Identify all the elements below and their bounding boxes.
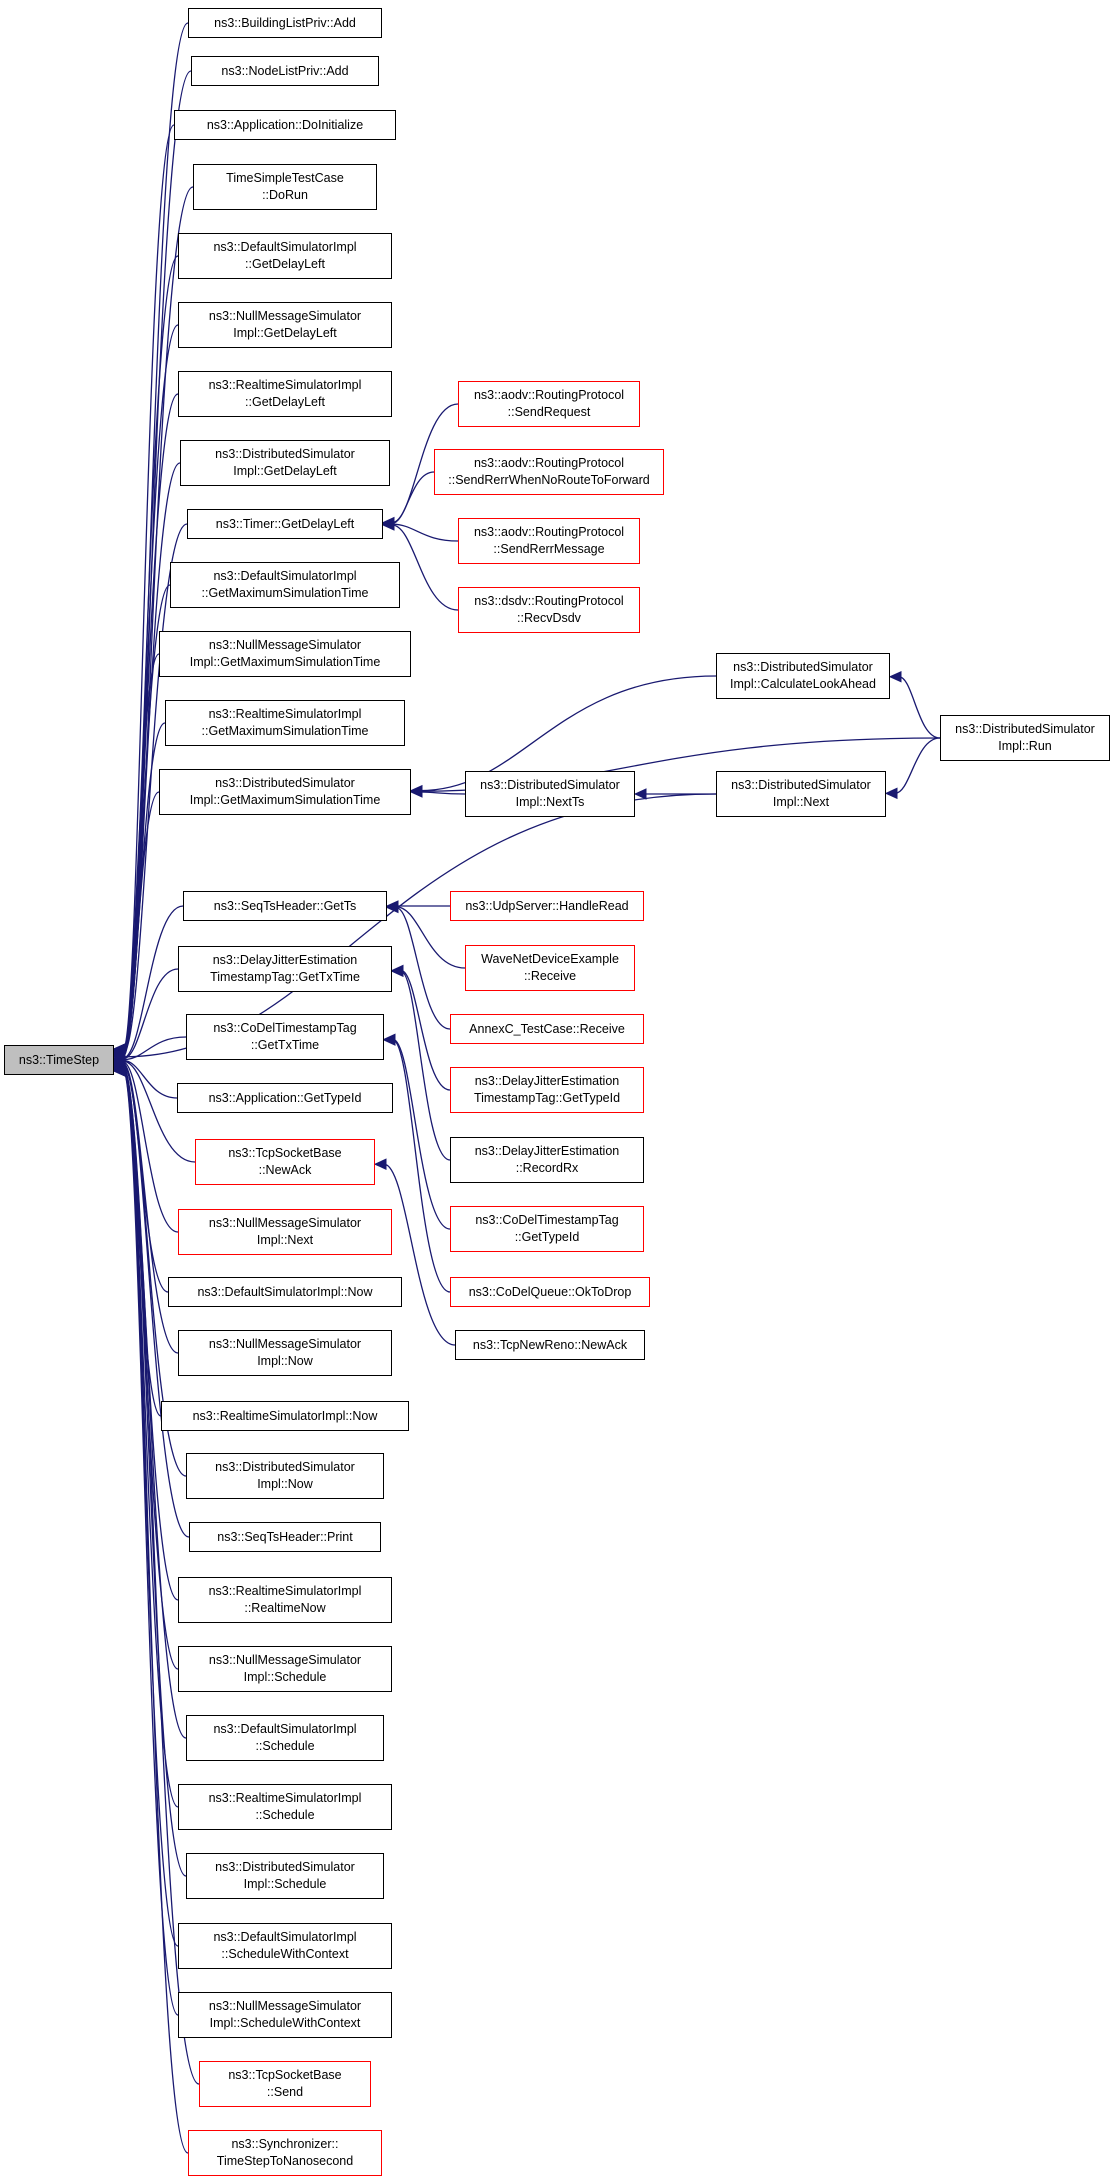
caller-node[interactable]: ns3::NodeListPriv::Add	[191, 56, 379, 86]
edge-arrowhead	[409, 785, 423, 798]
caller-node[interactable]: ns3::aodv::RoutingProtocol ::SendRequest	[458, 381, 640, 427]
caller-node[interactable]: ns3::DefaultSimulatorImpl ::Schedule	[186, 1715, 384, 1761]
call-edge	[122, 324, 179, 1052]
edge-arrowhead	[390, 965, 404, 978]
call-edge	[400, 969, 451, 1091]
edge-arrowhead	[112, 1051, 126, 1063]
caller-node[interactable]: ns3::BuildingListPriv::Add	[188, 8, 382, 38]
caller-node[interactable]: ns3::RealtimeSimulatorImpl::Now	[161, 1401, 409, 1431]
call-edge	[122, 968, 179, 1060]
caller-node[interactable]: ns3::RealtimeSimulatorImpl ::Schedule	[178, 1784, 392, 1830]
edge-arrowhead	[633, 788, 647, 800]
caller-node[interactable]: ns3::DelayJitterEstimation TimestampTag:…	[178, 946, 392, 992]
caller-node[interactable]: ns3::DefaultSimulatorImpl ::GetMaximumSi…	[170, 562, 400, 608]
caller-node[interactable]: ns3::DistributedSimulator Impl::Run	[940, 715, 1110, 761]
caller-node[interactable]: ns3::TcpSocketBase ::Send	[199, 2061, 371, 2107]
caller-node[interactable]: ns3::NullMessageSimulator Impl::Schedule…	[178, 1992, 392, 2038]
edge-arrowhead	[888, 670, 902, 683]
caller-node[interactable]: ns3::Application::GetTypeId	[177, 1083, 393, 1113]
caller-node[interactable]: ns3::NullMessageSimulator Impl::Now	[178, 1330, 392, 1376]
call-edge	[122, 1070, 189, 2154]
caller-node[interactable]: ns3::DistributedSimulator Impl::Next	[716, 771, 886, 817]
call-edge	[122, 653, 160, 1056]
caller-node[interactable]: ns3::DistributedSimulator Impl::GetMaxim…	[159, 769, 411, 815]
caller-node[interactable]: AnnexC_TestCase::Receive	[450, 1014, 644, 1044]
call-edge	[122, 523, 188, 1055]
call-edge	[383, 1163, 456, 1346]
caller-node[interactable]: ns3::aodv::RoutingProtocol ::SendRerrWhe…	[434, 449, 664, 495]
caller-node[interactable]: ns3::RealtimeSimulatorImpl ::RealtimeNow	[178, 1577, 392, 1623]
caller-node[interactable]: ns3::UdpServer::HandleRead	[450, 891, 644, 921]
caller-node[interactable]: ns3::DistributedSimulator Impl::Schedule	[186, 1853, 384, 1899]
call-edge	[122, 1069, 179, 1947]
call-edge	[391, 523, 459, 542]
call-edge	[122, 124, 175, 1050]
caller-node[interactable]: ns3::TcpNewReno::NewAck	[455, 1330, 645, 1360]
caller-node[interactable]: ns3::CoDelQueue::OkToDrop	[450, 1277, 650, 1307]
caller-node[interactable]: ns3::NullMessageSimulator Impl::Next	[178, 1209, 392, 1255]
call-edge	[392, 1039, 451, 1293]
edge-arrowhead	[112, 1065, 126, 1077]
caller-node[interactable]: ns3::RealtimeSimulatorImpl ::GetMaximumS…	[165, 700, 405, 746]
call-edge	[122, 1060, 196, 1163]
caller-node[interactable]: ns3::DelayJitterEstimation ::RecordRx	[450, 1137, 644, 1183]
caller-node[interactable]: ns3::Timer::GetDelayLeft	[187, 509, 383, 539]
caller-node[interactable]: ns3::Synchronizer:: TimeStepToNanosecond	[188, 2130, 382, 2176]
call-edge	[898, 676, 941, 739]
caller-node[interactable]: ns3::DistributedSimulator Impl::NextTs	[465, 771, 635, 817]
caller-node[interactable]: ns3::SeqTsHeader::GetTs	[183, 891, 387, 921]
call-edge	[395, 906, 466, 969]
caller-node[interactable]: ns3::DefaultSimulatorImpl ::ScheduleWith…	[178, 1923, 392, 1969]
edge-arrowhead	[884, 787, 898, 800]
call-edge	[392, 1038, 451, 1230]
edge-arrowhead	[382, 1034, 396, 1046]
call-edge	[391, 524, 459, 611]
caller-node[interactable]: ns3::NullMessageSimulator Impl::GetDelay…	[178, 302, 392, 348]
call-edge	[122, 905, 184, 1059]
caller-node[interactable]: ns3::NullMessageSimulator Impl::GetMaxim…	[159, 631, 411, 677]
edge-arrowhead	[385, 901, 399, 914]
caller-node[interactable]: TimeSimpleTestCase ::DoRun	[193, 164, 377, 210]
caller-node[interactable]: ns3::Application::DoInitialize	[174, 110, 396, 140]
caller-node[interactable]: ns3::aodv::RoutingProtocol ::SendRerrMes…	[458, 518, 640, 564]
caller-node[interactable]: ns3::TcpSocketBase ::NewAck	[195, 1139, 375, 1185]
call-edge	[419, 791, 466, 795]
edge-arrowhead	[373, 1158, 387, 1170]
root-node: ns3::TimeStep	[4, 1045, 114, 1075]
call-edge	[395, 906, 451, 1030]
caller-node[interactable]: ns3::NullMessageSimulator Impl::Schedule	[178, 1646, 392, 1692]
caller-node[interactable]: ns3::dsdv::RoutingProtocol ::RecvDsdv	[458, 587, 640, 633]
call-edge	[122, 1059, 178, 1099]
call-edge	[391, 471, 435, 525]
call-edge	[122, 1070, 179, 2016]
caller-node[interactable]: ns3::DistributedSimulator Impl::Now	[186, 1453, 384, 1499]
caller-node[interactable]: ns3::DelayJitterEstimation TimestampTag:…	[450, 1067, 644, 1113]
call-edge	[894, 737, 941, 794]
edge-arrowhead	[381, 519, 395, 531]
caller-node[interactable]: ns3::DistributedSimulator Impl::Calculat…	[716, 653, 890, 699]
call-edge	[122, 791, 160, 1058]
call-edge	[122, 1061, 179, 1233]
call-edge	[122, 1065, 190, 1538]
caller-node[interactable]: ns3::RealtimeSimulatorImpl ::GetDelayLef…	[178, 371, 392, 417]
caller-node[interactable]: ns3::DefaultSimulatorImpl::Now	[168, 1277, 402, 1307]
caller-node[interactable]: WaveNetDeviceExample ::Receive	[465, 945, 635, 991]
call-edge	[400, 970, 451, 1161]
caller-node[interactable]: ns3::CoDelTimestampTag ::GetTypeId	[450, 1206, 644, 1252]
call-edge	[122, 1066, 179, 1670]
caller-node[interactable]: ns3::CoDelTimestampTag ::GetTxTime	[186, 1014, 384, 1060]
call-edge	[122, 1036, 187, 1061]
caller-node[interactable]: ns3::SeqTsHeader::Print	[189, 1522, 381, 1552]
caller-node[interactable]: ns3::DistributedSimulator Impl::GetDelay…	[180, 440, 390, 486]
caller-node[interactable]: ns3::DefaultSimulatorImpl ::GetDelayLeft	[178, 233, 392, 279]
call-edge	[419, 675, 717, 792]
